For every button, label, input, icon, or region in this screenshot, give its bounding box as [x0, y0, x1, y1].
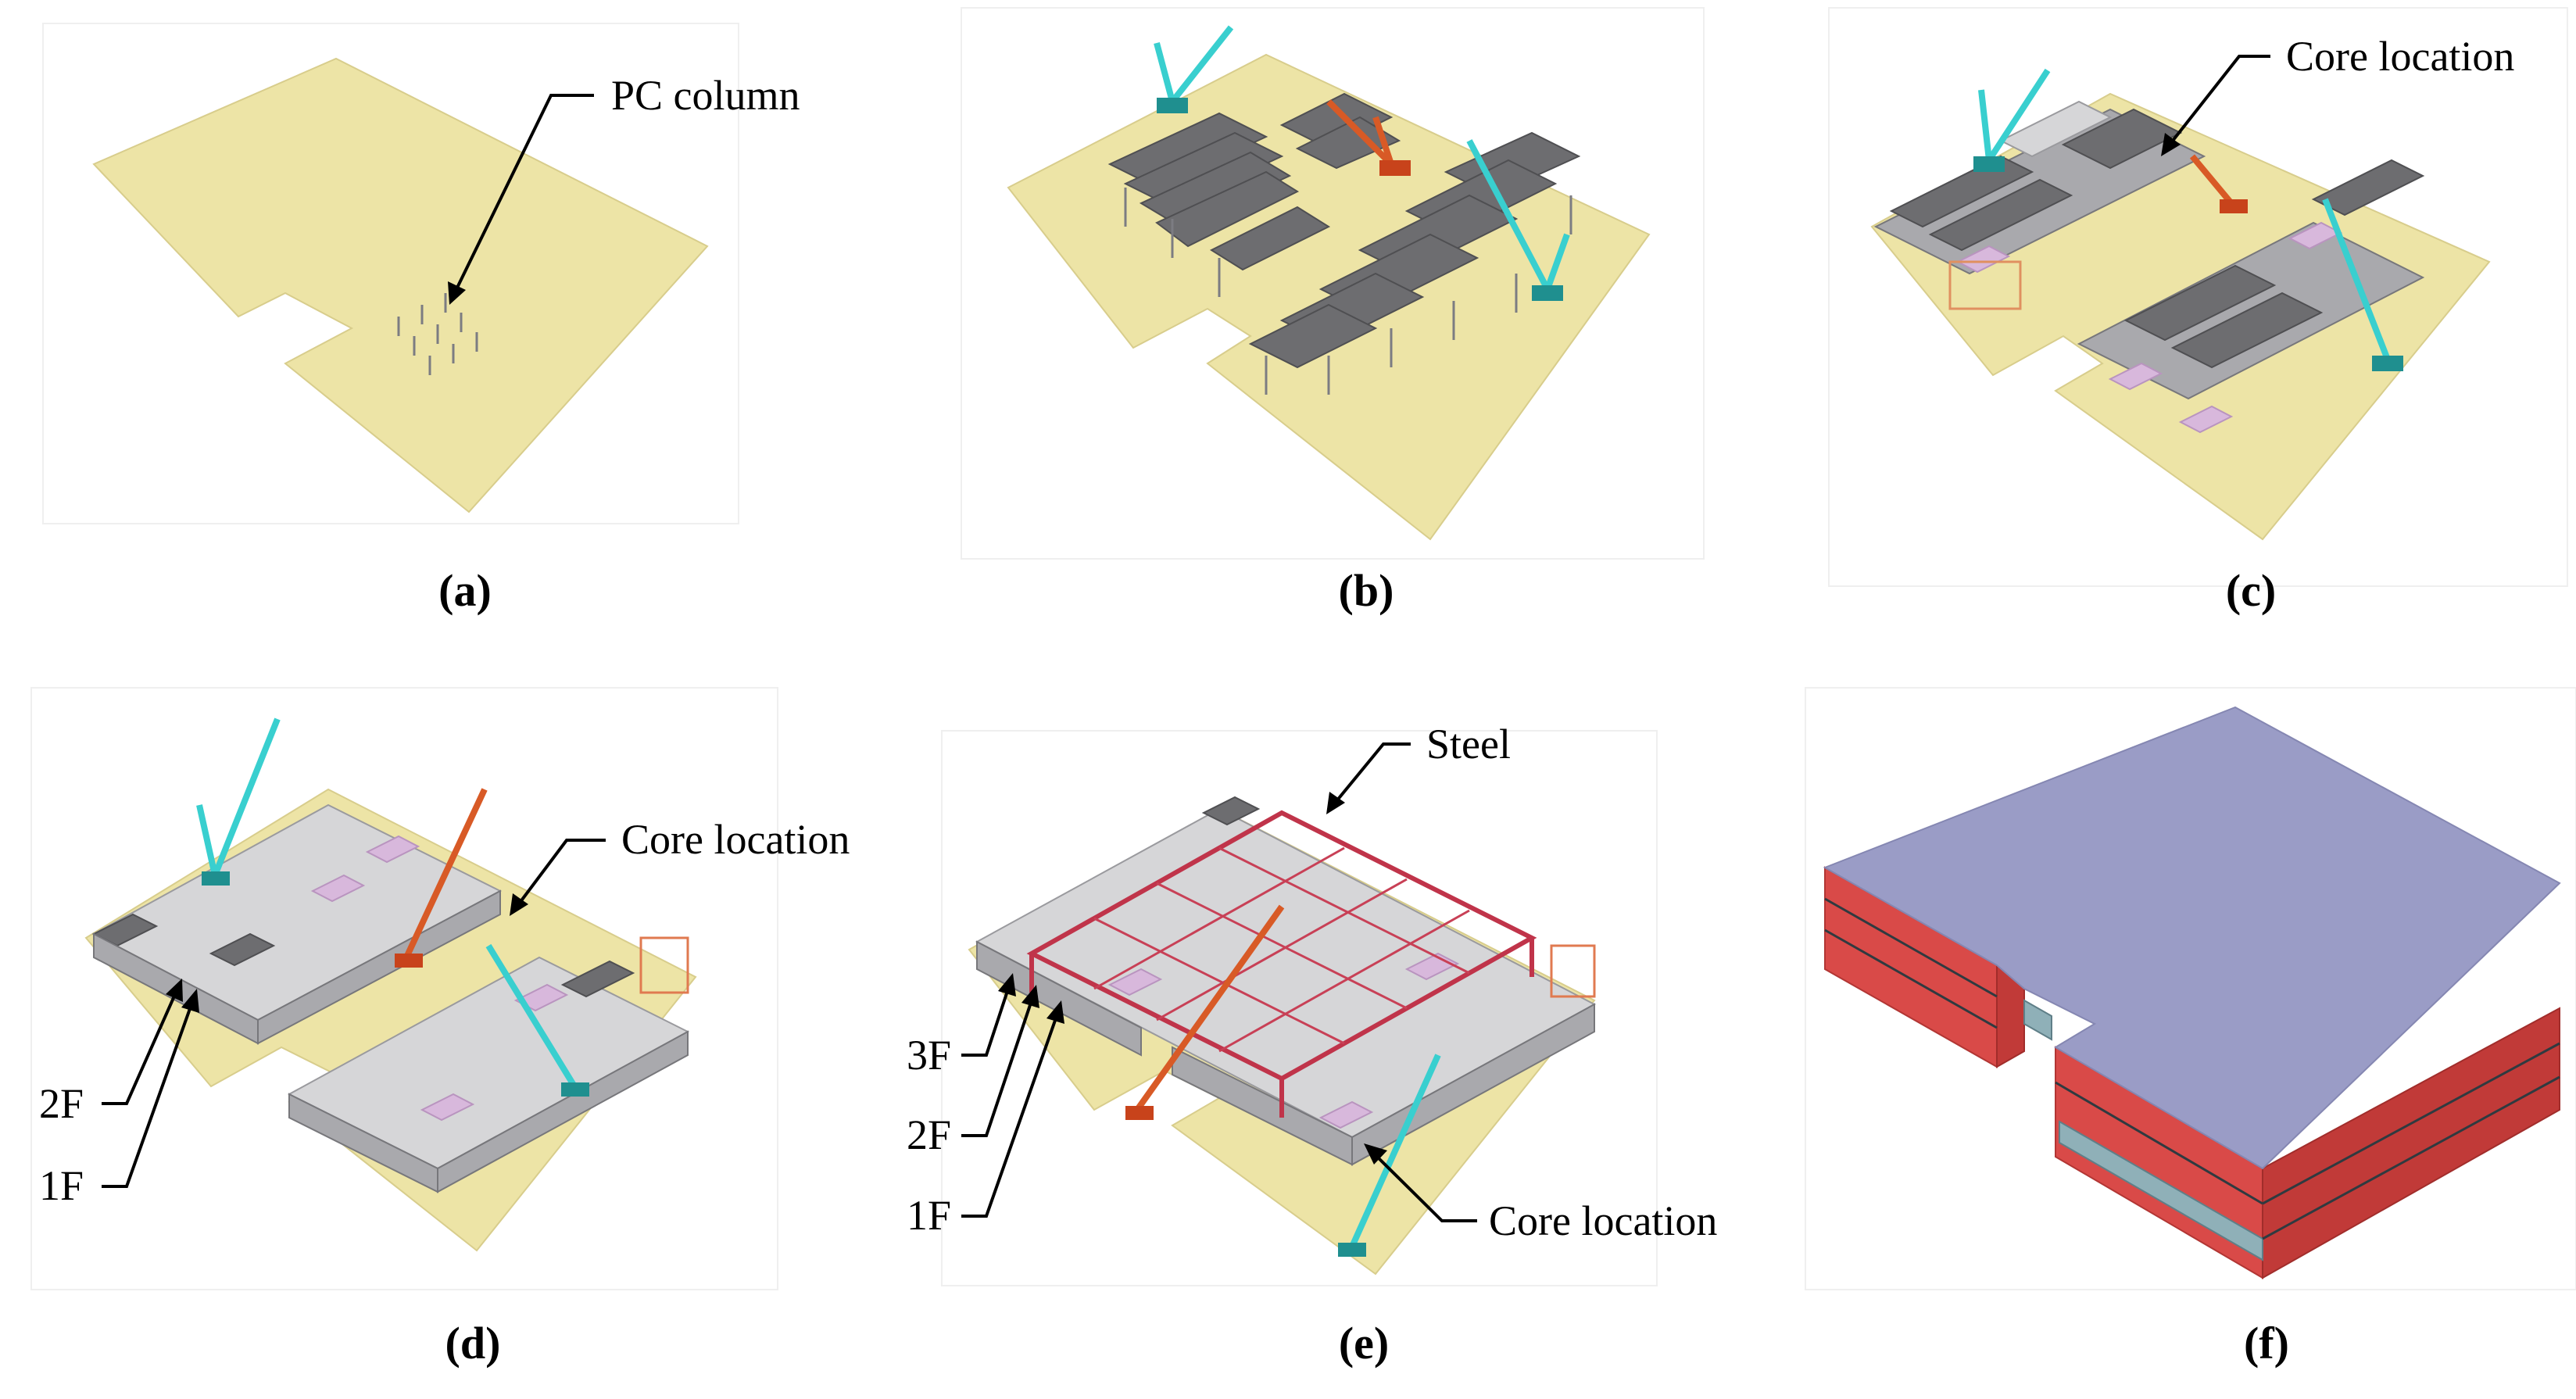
panel-label: (a) — [438, 565, 492, 616]
panel-e-callout-steel: Steel — [1326, 721, 1511, 814]
panel-d: Core location 2F 1F (d) — [31, 688, 850, 1369]
callout-label: Core location — [621, 816, 850, 863]
callout-label: 2F — [907, 1111, 951, 1158]
panel-f-completed-building — [1825, 707, 2560, 1278]
panel-e: Steel Core location 3F 2F 1F (e) — [907, 721, 1717, 1369]
panel-a-site-ground — [94, 59, 707, 512]
callout-label: 1F — [39, 1162, 84, 1209]
panel-a: PC column (a) — [43, 23, 800, 616]
panel-c: Core location (c) — [1829, 8, 2567, 616]
callout-label: 1F — [907, 1192, 951, 1239]
panel-f: (f) — [1805, 688, 2576, 1369]
callout-leader-line — [961, 1016, 1057, 1216]
panel-c-callout-core-location: Core location — [2161, 33, 2514, 156]
panel-label: (f) — [2244, 1318, 2289, 1369]
callout-label: Steel — [1426, 721, 1511, 767]
glazing-band — [2024, 1000, 2052, 1039]
callout-leader-line — [961, 989, 1008, 1055]
panel-d-callout-core-location: Core location — [510, 816, 850, 916]
panel-label: (b) — [1339, 565, 1394, 616]
panel-label: (c) — [2226, 565, 2276, 616]
callout-label: Core location — [2286, 33, 2514, 80]
callout-label: PC column — [611, 72, 800, 119]
callout-label: 3F — [907, 1032, 951, 1079]
panel-label: (e) — [1339, 1318, 1389, 1369]
callout-label: Core location — [1489, 1197, 1717, 1244]
callout-leader-line — [1336, 744, 1411, 801]
panel-label: (d) — [445, 1318, 501, 1369]
panel-b: (b) — [961, 8, 1704, 616]
callout-label: 2F — [39, 1080, 84, 1127]
